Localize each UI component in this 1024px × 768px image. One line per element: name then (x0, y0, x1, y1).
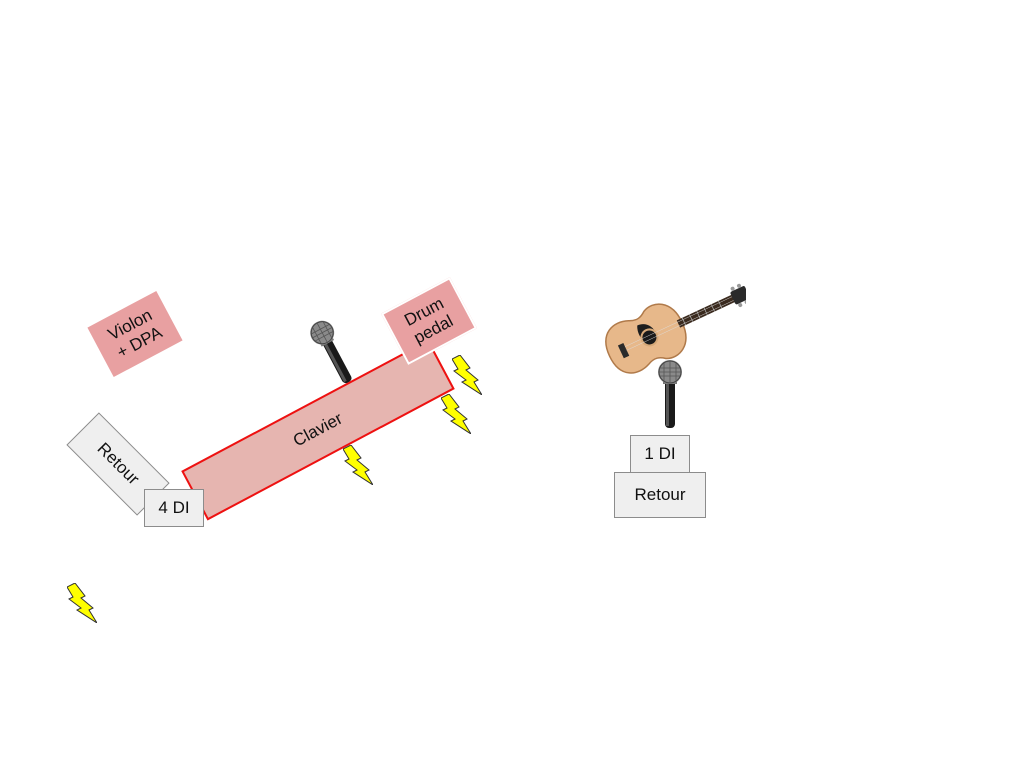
violin-dpa-box[interactable]: Violon + DPA (87, 290, 183, 378)
di-right-label: 1 DI (644, 444, 676, 464)
monitor-left-label: Retour (93, 439, 143, 489)
keyboard-clavier-box[interactable]: Clavier (181, 339, 455, 521)
acoustic-guitar-icon[interactable] (596, 280, 746, 382)
power-outlet-icon (452, 355, 482, 395)
di-box-left[interactable]: 4 DI (144, 489, 204, 527)
drum-pedal-label: Drum pedal (401, 293, 457, 348)
power-outlet-icon (343, 445, 373, 485)
power-outlet-icon (67, 583, 97, 623)
drum-pedal-box[interactable]: Drum pedal (380, 277, 478, 365)
keyboard-label: Clavier (290, 408, 346, 451)
monitor-right-label: Retour (634, 485, 686, 505)
monitor-right-box[interactable]: Retour (614, 472, 706, 518)
power-outlet-icon (441, 394, 471, 434)
microphone-icon[interactable] (303, 315, 362, 391)
violin-dpa-label: Violon + DPA (105, 305, 166, 363)
di-box-right[interactable]: 1 DI (630, 435, 690, 473)
di-left-label: 4 DI (158, 498, 190, 518)
